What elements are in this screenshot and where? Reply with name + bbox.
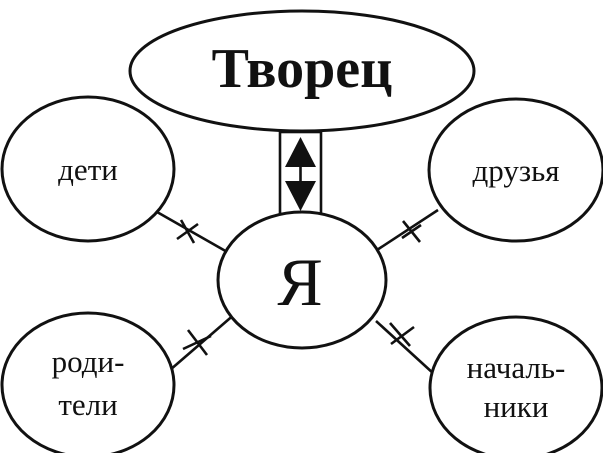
cross-mark <box>401 223 422 240</box>
node-friends: друзья <box>427 97 603 243</box>
edges <box>149 206 439 375</box>
parents-line-1: роди- <box>52 344 125 379</box>
node-children: дети <box>0 95 176 243</box>
node-creator: Творец <box>128 9 476 133</box>
cross-mark <box>182 334 212 351</box>
cross-mark <box>390 325 415 346</box>
node-self: Я <box>216 210 388 350</box>
parents-ellipse <box>0 311 176 453</box>
superiors-ellipse <box>428 315 603 453</box>
edge-left-bottom <box>169 312 237 371</box>
superiors-line-2: ники <box>484 389 549 424</box>
creator-ellipse <box>128 9 476 133</box>
edge-right-bottom <box>375 320 435 375</box>
friends-label: друзья <box>472 153 559 188</box>
creator-self-connector <box>278 130 323 216</box>
superiors-line-1: началь- <box>467 350 566 385</box>
parents-line-2: тели <box>58 387 117 422</box>
node-superiors: началь- ники <box>428 315 603 453</box>
self-label: Я <box>277 244 322 320</box>
self-ellipse <box>216 210 388 350</box>
cross-mark <box>389 322 411 347</box>
node-parents: роди- тели <box>0 311 176 453</box>
cross-mark <box>176 222 199 241</box>
friends-ellipse <box>427 97 603 243</box>
arrow-up-icon <box>285 137 316 167</box>
edge-right-top <box>376 208 439 252</box>
creator-label: Творец <box>212 38 393 100</box>
edge-left-top <box>149 206 230 255</box>
arrow-down-icon <box>285 181 316 211</box>
children-ellipse <box>0 95 176 243</box>
children-label: дети <box>58 152 118 187</box>
